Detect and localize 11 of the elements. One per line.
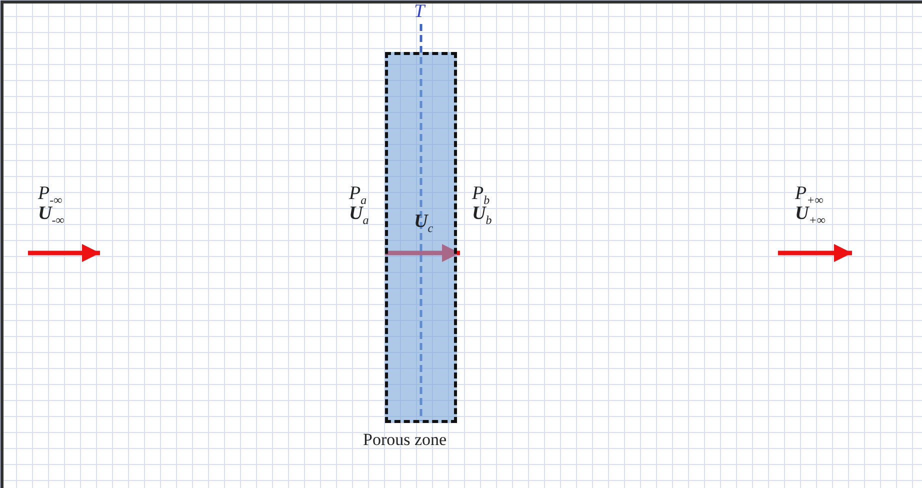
pressure-symbol: P$_{a}$	[349, 184, 367, 207]
thrust-symbol: T	[414, 2, 425, 22]
velocity-symbol: U$_{-∞}$	[38, 204, 64, 229]
velocity-symbol: U$_{a}$	[349, 204, 369, 229]
velocity-symbol: U$_{c}$	[414, 212, 434, 237]
pressure-symbol: P$_{b}$	[472, 184, 490, 207]
velocity-symbol: U$_{b}$	[472, 204, 492, 229]
velocity-symbol: U$_{+∞}$	[795, 204, 826, 229]
pressure-symbol: P$_{-∞}$	[38, 184, 62, 207]
zone-caption: Porous zone	[363, 430, 447, 450]
pressure-symbol: P$_{+∞}$	[795, 184, 824, 207]
